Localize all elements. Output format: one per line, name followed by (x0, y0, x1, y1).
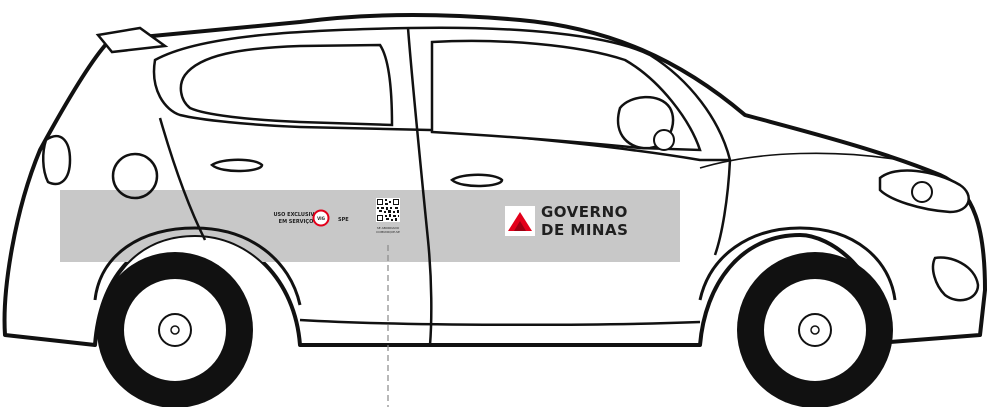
body-crease (699, 152, 901, 169)
rear-hub-icon (158, 313, 192, 347)
rear-wheel (97, 252, 253, 407)
front-door-line (713, 159, 732, 256)
door-sill (299, 318, 701, 327)
fog-light-icon (931, 256, 980, 302)
headlight-lens-icon (911, 181, 933, 203)
prohibition-badge-icon (312, 209, 330, 227)
rear-door-handle[interactable] (209, 158, 264, 173)
logo-line-2: DE MINAS (541, 221, 628, 239)
rear-quarter-window (179, 43, 394, 127)
service-line-1: USO EXCLUSIVO (274, 212, 319, 218)
agency-label: SPE (338, 217, 349, 223)
mirror-mount-icon (653, 129, 675, 151)
qr-caption-line-2: COMUNIQUE-SE (376, 230, 400, 234)
tail-light-icon (42, 134, 72, 186)
qr-caption-line-1: SE ABORDADO (377, 226, 400, 230)
front-hub-icon (798, 313, 832, 347)
fuel-cap-icon (111, 152, 159, 200)
qr-code: SE ABORDADO COMUNIQUE-SE (376, 198, 400, 234)
governo-de-minas-logo: GOVERNO DE MINAS (505, 203, 628, 239)
front-door-handle[interactable] (449, 173, 504, 188)
badge-text: VIG (317, 216, 325, 221)
headlight-icon (878, 169, 970, 214)
logo-line-1: GOVERNO (541, 203, 628, 221)
front-wheel-arch (698, 226, 897, 301)
service-notice: USO EXCLUSIVO EM SERVIÇO VIG SPE (274, 209, 349, 227)
rear-spoiler (95, 26, 169, 54)
door-split-line (406, 27, 433, 346)
service-line-2: EM SERVIÇO (279, 219, 314, 225)
rear-wheel-arch (93, 226, 302, 306)
front-wheel (737, 252, 893, 407)
